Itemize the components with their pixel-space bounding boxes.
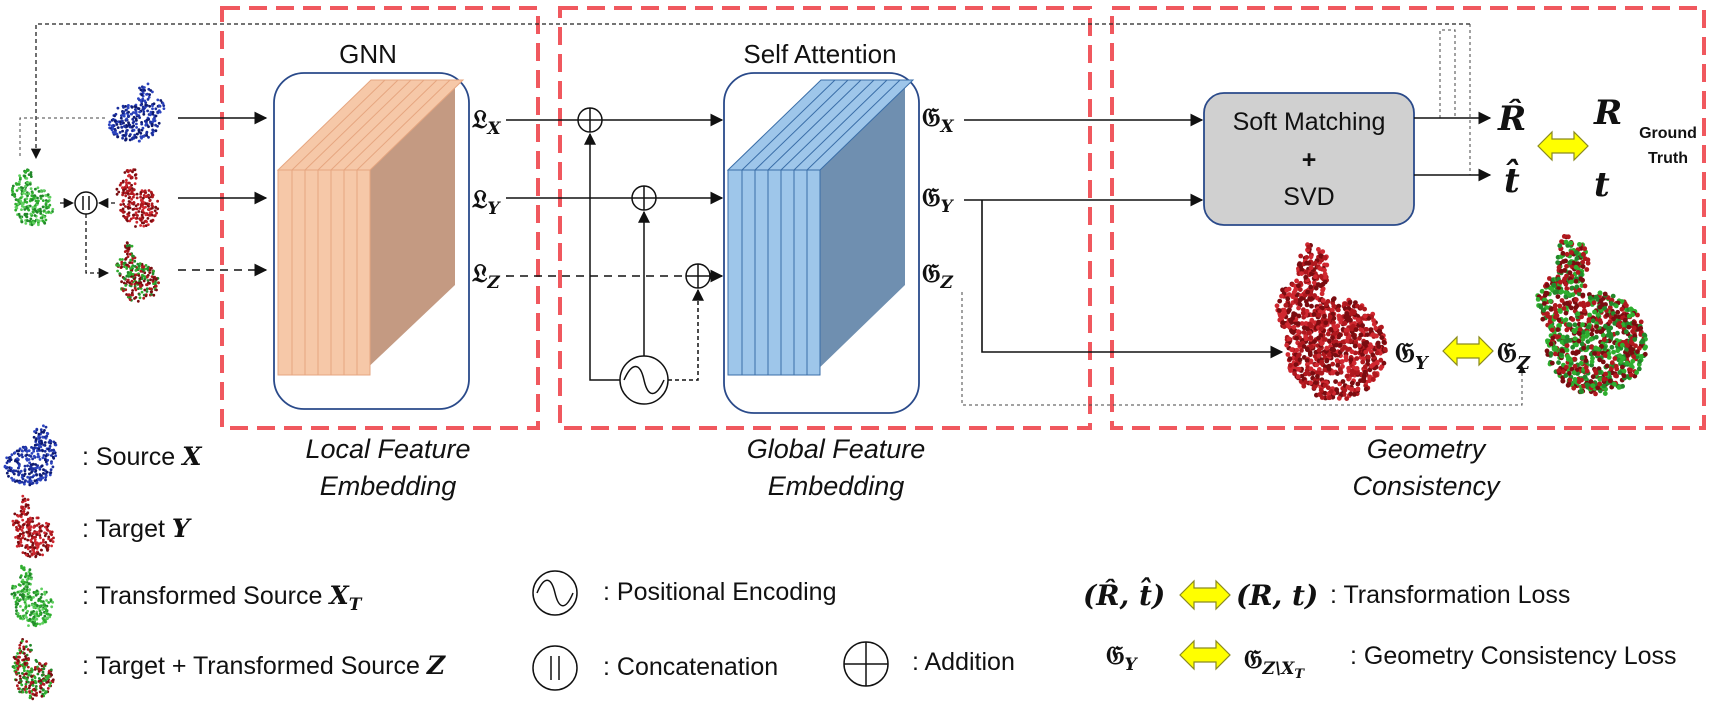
- svd-label: SVD: [1283, 183, 1334, 211]
- legend-geometry-arrow: [1179, 640, 1231, 670]
- legend-combined: : Target + Transformed Source Z: [82, 651, 446, 680]
- plus-label: +: [1302, 146, 1317, 174]
- local-section-box: [220, 6, 540, 430]
- legend-source: : Source X: [82, 442, 203, 471]
- svg-text:𝔊Y: 𝔊Y: [922, 183, 955, 217]
- legend-addition: : Addition: [912, 648, 1015, 676]
- global-feature-labels: 𝔊X 𝔊Y 𝔊Z: [922, 103, 955, 293]
- gnn-layers: [276, 79, 465, 376]
- svg-text:Embedding: Embedding: [768, 471, 905, 501]
- svg-text:R: R: [1593, 93, 1622, 133]
- svg-text:Geometry: Geometry: [1367, 434, 1487, 464]
- legend-transformation-rhs: (R, t): [1236, 579, 1318, 612]
- geometry-section-box: [1110, 6, 1706, 430]
- svg-text:𝔏Z: 𝔏Z: [472, 259, 500, 293]
- svg-text:t̂: t̂: [1504, 159, 1520, 201]
- addition-node-x: [577, 107, 603, 133]
- geometry-caption: Geometry Consistency: [1352, 434, 1501, 501]
- svg-text:𝔊Z: 𝔊Z: [922, 259, 954, 293]
- attention-title: Self Attention: [743, 39, 896, 69]
- svg-text:Global Feature: Global Feature: [747, 434, 926, 464]
- svg-text:𝔊Y: 𝔊Y: [1395, 336, 1430, 374]
- addition-node-y: [631, 185, 657, 211]
- soft-matching-svd-block: [1203, 92, 1415, 226]
- svg-text:𝔏X: 𝔏X: [472, 105, 501, 139]
- legend-transformation-lhs: (R̂, t̂): [1083, 578, 1165, 612]
- legend-transformation-arrow: [1179, 580, 1231, 610]
- legend-transformed: : Transformed Source XT: [82, 581, 363, 615]
- legend-concatenation: : Concatenation: [603, 653, 778, 681]
- legend-positional-icon: [532, 570, 578, 616]
- concatenation-node: [74, 191, 98, 215]
- gnn-title: GNN: [339, 39, 397, 69]
- local-feature-labels: 𝔏X 𝔏Y 𝔏Z: [472, 105, 501, 293]
- svg-text:𝔏Y: 𝔏Y: [472, 185, 501, 219]
- attention-layers: [726, 79, 915, 376]
- local-caption: Local Feature Embedding: [305, 434, 470, 501]
- geometry-compare: 𝔊Y 𝔊Z: [1395, 336, 1531, 374]
- legend-geometry-lhs: 𝔊Y: [1106, 641, 1139, 675]
- legend-geometry-loss: : Geometry Consistency Loss: [1350, 642, 1677, 670]
- svg-text:Ground: Ground: [1639, 125, 1697, 142]
- svg-text:𝔊X: 𝔊X: [922, 103, 955, 137]
- legend-positional: : Positional Encoding: [603, 578, 836, 606]
- svg-text:R̂: R̂: [1497, 98, 1526, 139]
- svg-text:𝔊Z: 𝔊Z: [1497, 336, 1531, 374]
- legend-geometry-rhs: 𝔊Z\XT: [1244, 645, 1305, 682]
- legend-transformation-loss: : Transformation Loss: [1330, 581, 1570, 609]
- legend-target: : Target Y: [82, 514, 192, 543]
- legend-concatenation-icon: [532, 645, 578, 691]
- svg-text:Local Feature: Local Feature: [305, 434, 470, 464]
- global-section-box: [558, 6, 1092, 430]
- svg-text:Truth: Truth: [1648, 150, 1688, 167]
- ground-truth-outputs: R t Ground Truth: [1593, 93, 1697, 205]
- global-caption: Global Feature Embedding: [747, 434, 926, 501]
- predicted-outputs: R̂ t̂: [1497, 98, 1526, 201]
- svg-text:Consistency: Consistency: [1352, 471, 1501, 501]
- svg-text:t: t: [1594, 165, 1610, 205]
- transformation-compare-arrow: [1537, 131, 1589, 161]
- legend-addition-icon: [843, 641, 889, 687]
- addition-node-z: [685, 263, 711, 289]
- soft-matching-label: Soft Matching: [1233, 108, 1386, 136]
- svg-text:Embedding: Embedding: [320, 471, 457, 501]
- positional-encoding-node: [619, 355, 669, 405]
